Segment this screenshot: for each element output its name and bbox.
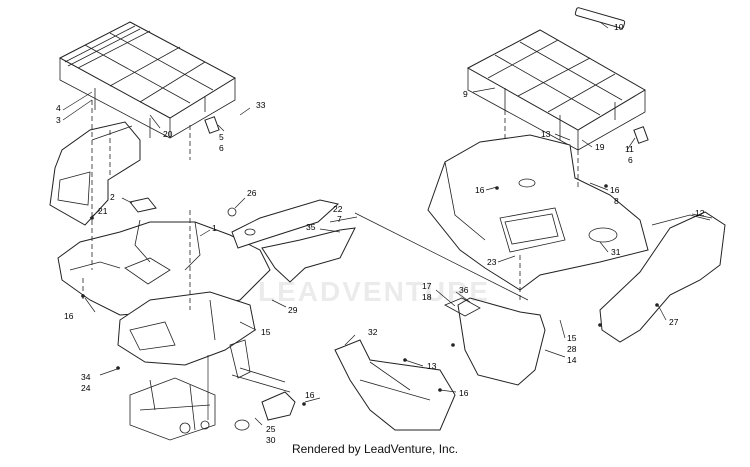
callout-12: 12 xyxy=(695,208,705,218)
callout-16: 16 xyxy=(475,185,485,195)
callout-3: 3 xyxy=(56,115,61,125)
front-fender-body xyxy=(57,219,271,316)
callout-5: 5 xyxy=(219,132,224,142)
callout-16: 16 xyxy=(64,311,74,321)
front-shroud xyxy=(117,291,256,366)
fasteners xyxy=(81,116,659,406)
callout-32: 32 xyxy=(368,327,378,337)
rear-rack xyxy=(466,29,646,151)
callout-28: 28 xyxy=(567,344,577,354)
callout-35: 35 xyxy=(306,222,316,232)
callout-7: 7 xyxy=(337,214,342,224)
side-panel-strip xyxy=(227,199,356,283)
callout-13: 13 xyxy=(427,361,437,371)
callout-16: 16 xyxy=(305,390,315,400)
callout-29: 29 xyxy=(288,305,298,315)
callout-2: 2 xyxy=(110,192,115,202)
watermark: LEADVENTURE xyxy=(258,276,491,307)
callout-33: 33 xyxy=(256,100,266,110)
callout-10: 10 xyxy=(614,22,624,32)
callout-23: 23 xyxy=(487,257,497,267)
callout-9: 9 xyxy=(463,89,468,99)
callout-27: 27 xyxy=(669,317,679,327)
callout-11: 11 xyxy=(625,144,634,154)
callout-16: 16 xyxy=(610,185,620,195)
callout-31: 31 xyxy=(611,247,621,257)
footer-credit: Rendered by LeadVenture, Inc. xyxy=(291,442,459,456)
front-fender-cover xyxy=(49,121,141,226)
callout-4: 4 xyxy=(56,103,61,113)
callout-19: 19 xyxy=(595,142,605,152)
callout-8: 8 xyxy=(614,196,619,206)
rear-fender-body xyxy=(427,134,649,291)
rear-side-fender xyxy=(599,211,726,343)
callout-1: 1 xyxy=(212,223,217,233)
callout-20: 20 xyxy=(163,129,173,139)
callout-26: 26 xyxy=(247,188,257,198)
bracket xyxy=(261,391,296,421)
callout-22: 22 xyxy=(333,204,343,214)
callout-14: 14 xyxy=(567,355,577,365)
callout-25: 25 xyxy=(266,424,276,434)
callout-15: 15 xyxy=(567,333,577,343)
callout-15: 15 xyxy=(261,327,271,337)
callout-13: 13 xyxy=(541,129,551,139)
callout-34: 34 xyxy=(81,372,91,382)
front-rack xyxy=(58,21,237,139)
clip xyxy=(234,419,250,431)
center-splash-panel xyxy=(334,339,456,431)
callout-24: 24 xyxy=(81,383,91,393)
callout-labels: 4 3 20 33 5 6 2 21 26 1 22 7 35 16 29 15… xyxy=(56,22,705,445)
callout-6: 6 xyxy=(628,155,633,165)
callout-17: 17 xyxy=(422,281,432,291)
callout-6: 6 xyxy=(219,143,224,153)
callout-21: 21 xyxy=(98,206,108,216)
grab-bar xyxy=(574,7,626,29)
leader-lines xyxy=(62,21,713,426)
access-plate xyxy=(129,197,157,213)
callout-16: 16 xyxy=(459,388,469,398)
callout-30: 30 xyxy=(266,435,276,445)
callout-36: 36 xyxy=(459,285,469,295)
rear-splash-panel xyxy=(444,297,546,386)
callout-18: 18 xyxy=(422,292,432,302)
frame-section xyxy=(129,339,291,441)
